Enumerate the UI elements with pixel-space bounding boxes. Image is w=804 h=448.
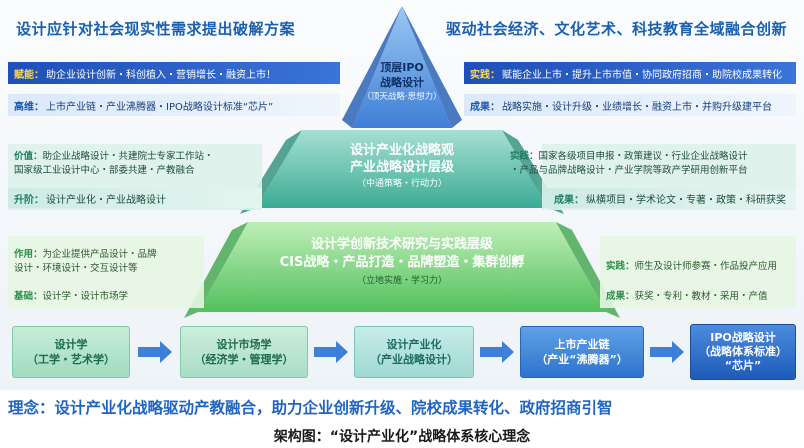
tier2-left-top: 价值：助企业战略设计・共建院士专家工作站・ 国家级工业设计中心・部委共建・产教融… xyxy=(14,150,262,178)
band-key: 高维： xyxy=(14,101,44,113)
band-key: 基础： xyxy=(14,291,43,302)
flow-line2: （工学・艺术学） xyxy=(27,353,115,366)
flow-line1: 设计学 xyxy=(54,338,88,351)
band-text: 师生及设计师参赛・作品投产应用 xyxy=(634,261,778,272)
tier3-right-top: 实践：师生及设计师参赛・作品投产应用 xyxy=(606,258,796,272)
tier2-shape xyxy=(256,130,548,208)
band-key: 实践： xyxy=(606,261,635,272)
header-right: 驱动社会经济、文化艺术、科技教育全域融合创新 xyxy=(446,20,788,38)
tier1-left-top-band: 赋能： 助企业设计创新・科创植入・营销增长・融资上市！ xyxy=(8,62,340,84)
band-text-2: 设计・环境设计・交互设计等 xyxy=(14,263,138,274)
tier3-right-bottom: 成果：获奖・专利・教材・采用・产值 xyxy=(606,288,796,302)
arrow-right-icon xyxy=(314,341,348,363)
tier1-title-line1: 顶层IPO xyxy=(380,61,424,74)
band-key: 实践： xyxy=(470,69,500,81)
band-key: 作用： xyxy=(14,249,43,260)
flow-line2: （产业战略设计） xyxy=(370,353,458,366)
band-text: 纵横项目・学术论文・专著・政策・科研获奖 xyxy=(586,194,786,206)
tier1-right-top-band: 实践： 赋能企业上市・提升上市市值・协同政府招商・助院校成果转化 xyxy=(464,62,796,84)
tier3-title-line2: CIS战略・产品打造・品牌塑造・集群创孵 xyxy=(279,255,525,270)
flow-box-listed-chain: 上市产业链 （产业“沸腾器”） xyxy=(520,326,644,378)
tier2-title: 设计产业化战略观 产业战略设计层级 （中通策略・行动力） xyxy=(290,142,514,193)
band-key: 实践： xyxy=(510,151,539,162)
band-key: 价值： xyxy=(14,151,43,162)
tier1-left-bottom-band: 高维： 上市产业链・产业沸腾器・IPO战略设计标准“芯片” xyxy=(8,94,340,116)
band-text: 为企业提供产品设计・品牌 xyxy=(42,249,157,260)
flow-box-ipo: IPO战略设计 （战略体系标准） “芯片” xyxy=(690,324,796,380)
flow-line2: （产业“沸腾器”） xyxy=(536,353,628,366)
tier2-left-bottom-band: 升阶： 设计产业化・产业战略设计 xyxy=(8,188,262,208)
tier3-left-bottom: 基础：设计学・设计市场学 xyxy=(14,288,204,302)
flow-line1: IPO战略设计 xyxy=(710,331,776,344)
band-text: 设计产业化・产业战略设计 xyxy=(46,194,166,206)
flow-line1: 设计市场学 xyxy=(216,338,272,351)
tier2-right-top: 实践：国家各级项目申报・政策建议・行业企业战略设计 ・产品与品牌战略设计・产业学… xyxy=(510,150,798,178)
tier1-title-line2: 战略设计 xyxy=(380,76,424,89)
band-key: 升阶： xyxy=(14,194,44,206)
band-text: 战略实施・设计升级・业绩增长・融资上市・并购升级建平台 xyxy=(502,101,772,113)
tier1-right-bottom-band: 成果： 战略实施・设计升级・业绩增长・融资上市・并购升级建平台 xyxy=(464,94,796,116)
band-key: 赋能： xyxy=(14,69,44,81)
band-key: 成果： xyxy=(554,194,584,206)
tier2-subtitle: （中通策略・行动力） xyxy=(356,179,447,189)
band-text-2: ・产品与品牌战略设计・产业学院等政产学研用创新平台 xyxy=(510,165,748,176)
arrow-right-icon xyxy=(138,341,172,363)
diagram-caption: 架构图：“设计产业化”战略体系核心理念 xyxy=(273,429,531,445)
arrow-right-icon xyxy=(480,341,514,363)
header-left: 设计应针对社会现实性需求提出破解方案 xyxy=(16,20,296,38)
band-text: 设计学・设计市场学 xyxy=(42,291,129,302)
flow-box-design: 设计学 （工学・艺术学） xyxy=(12,326,130,378)
band-text: 获奖・专利・教材・采用・产值 xyxy=(634,291,768,302)
diagram-canvas: 设计应针对社会现实性需求提出破解方案 驱动社会经济、文化艺术、科技教育全域融合创… xyxy=(0,0,804,390)
tier3-title-line1: 设计学创新技术研究与实践层级 xyxy=(310,237,493,252)
flow-line2: （战略体系标准） xyxy=(699,345,787,358)
band-text: 助企业战略设计・共建院士专家工作站・ xyxy=(42,151,214,162)
flow-line3: “芯片” xyxy=(724,359,762,372)
band-key: 成果： xyxy=(606,291,635,302)
band-text: 上市产业链・产业沸腾器・IPO战略设计标准“芯片” xyxy=(46,101,274,113)
flow-line1: 设计产业化 xyxy=(386,338,442,351)
tier1-shape xyxy=(352,6,452,128)
band-text-2: 国家级工业设计中心・部委共建・产教融合 xyxy=(14,165,195,176)
flow-box-design-market: 设计市场学 （经济学・管理学） xyxy=(180,326,308,378)
tier3-subtitle: （立地实施・学习力） xyxy=(356,276,447,286)
band-key: 成果： xyxy=(470,101,500,113)
tier2-title-line1: 设计产业化战略观 xyxy=(349,143,454,158)
band-text: 赋能企业上市・提升上市市值・协同政府招商・助院校成果转化 xyxy=(502,69,782,81)
tier1-subtitle: （顶天战略·思想力） xyxy=(362,92,442,102)
concept-banner: 理念：设计产业化战略驱动产教融合，助力企业创新升级、院校成果转化、政府招商引智 xyxy=(0,390,804,424)
flow-line2: （经济学・管理学） xyxy=(194,353,294,366)
pyramid-graphic xyxy=(8,6,796,318)
arrow-right-icon xyxy=(650,341,684,363)
band-text: 国家各级项目申报・政策建议・行业企业战略设计 xyxy=(538,151,748,162)
tier3-left-top: 作用：为企业提供产品设计・品牌 设计・环境设计・交互设计等 xyxy=(14,248,204,276)
flow-line1: 上市产业链 xyxy=(554,338,610,351)
tier2-title-line2: 产业战略设计层级 xyxy=(349,160,454,175)
band-text: 助企业设计创新・科创植入・营销增长・融资上市！ xyxy=(46,69,276,81)
tier3-title: 设计学创新技术研究与实践层级 CIS战略・产品打造・品牌塑造・集群创孵 （立地实… xyxy=(250,236,554,290)
tier1-title: 顶层IPO 战略设计 （顶天战略·思想力） xyxy=(352,60,452,105)
tier3-shape xyxy=(198,222,606,312)
tier2-right-bottom-band: 成果： 纵横项目・学术论文・专著・政策・科研获奖 xyxy=(548,188,796,208)
flow-box-industrialization: 设计产业化 （产业战略设计） xyxy=(354,326,474,378)
